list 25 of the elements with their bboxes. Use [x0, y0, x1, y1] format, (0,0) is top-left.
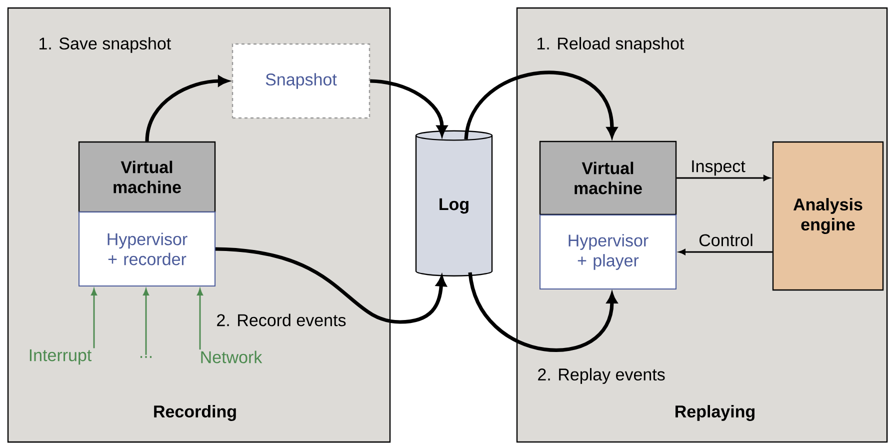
snapshot-box: Snapshot — [232, 43, 370, 119]
arrow — [91, 288, 97, 348]
step-label: 1. Reload snapshot — [538, 37, 684, 53]
arrow — [676, 175, 770, 181]
arrow — [197, 288, 203, 350]
arrow — [468, 272, 618, 352]
step-label: 1. Save snapshot — [40, 37, 171, 53]
arrow — [143, 288, 149, 355]
edge-label: Inspect — [690, 159, 746, 177]
event-source-text: ... — [140, 356, 152, 358]
event-source-text: Interrupt — [30, 349, 92, 365]
arrow — [145, 76, 229, 142]
step-label: 2. Record events — [217, 314, 346, 326]
analysis-engine-box: Analysis engine — [772, 141, 884, 291]
virtual-machine-box: Virtual machine — [78, 141, 216, 213]
log-cylinder: Log — [415, 130, 493, 276]
event-source-text: Network — [201, 350, 262, 364]
edge-label: Control — [698, 232, 754, 248]
arrow — [678, 249, 772, 255]
arrow — [464, 71, 618, 140]
hypervisor-box: Hypervisor + recorder — [78, 212, 216, 286]
hypervisor-box: Hypervisor + player — [540, 214, 676, 290]
virtual-machine-box: Virtual machine — [539, 140, 677, 216]
step-label: 2. Replay events — [538, 368, 665, 384]
arrow — [215, 247, 446, 324]
